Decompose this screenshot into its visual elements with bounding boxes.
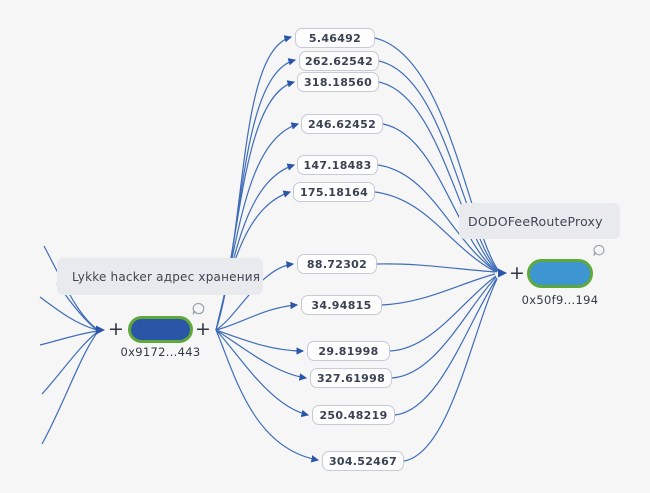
edge-value-box[interactable]: 304.52467 xyxy=(322,451,404,471)
flow-edge xyxy=(391,276,497,379)
edge-value-box[interactable]: 147.18483 xyxy=(297,155,378,175)
flow-edge xyxy=(381,273,496,306)
flow-edge xyxy=(215,329,310,418)
edge-value-label: 327.61998 xyxy=(316,371,386,385)
left-node-label-text: Lykke hacker адрес хранения xyxy=(72,269,261,284)
flow-edge xyxy=(382,123,498,273)
edge-value-box[interactable]: 262.62542 xyxy=(299,51,379,71)
incoming-edge xyxy=(39,330,98,346)
edge-value-label: 147.18483 xyxy=(303,158,372,172)
flow-edge xyxy=(374,37,499,271)
right-node-pill[interactable] xyxy=(527,259,593,288)
left-node-label[interactable]: Lykke hacker адрес хранения xyxy=(57,258,263,295)
left-node-plus-in[interactable]: + xyxy=(108,318,124,340)
arrowhead-into-right-node xyxy=(498,268,507,278)
flow-edge xyxy=(215,122,300,331)
edge-value-box[interactable]: 250.48219 xyxy=(312,405,395,425)
edge-value-label: 246.62452 xyxy=(307,117,377,131)
edge-value-label: 34.94815 xyxy=(311,298,372,312)
edge-value-box[interactable]: 175.18164 xyxy=(293,182,375,202)
left-node-plus-out[interactable]: + xyxy=(195,318,211,340)
incoming-edge xyxy=(43,245,98,330)
edge-value-box[interactable]: 88.72302 xyxy=(297,254,377,274)
edge-value-label: 29.81998 xyxy=(318,344,379,358)
flow-edge xyxy=(215,329,305,355)
incoming-edge xyxy=(41,332,98,445)
comment-bubble-icon[interactable] xyxy=(190,301,206,321)
edge-value-box[interactable]: 327.61998 xyxy=(310,368,392,388)
incoming-edge xyxy=(41,331,98,395)
flow-edge xyxy=(378,81,498,272)
left-node-address[interactable]: 0x9172...443 xyxy=(120,345,201,359)
edge-value-label: 5.46492 xyxy=(308,31,362,45)
flow-edge xyxy=(215,163,296,331)
flow-edge xyxy=(215,190,292,331)
flow-edge xyxy=(403,278,498,462)
flow-edge xyxy=(215,329,320,463)
edge-value-label: 250.48219 xyxy=(319,408,388,422)
edge-value-label: 304.52467 xyxy=(328,454,398,468)
edge-value-box[interactable]: 5.46492 xyxy=(295,28,375,48)
flow-edge xyxy=(215,301,299,331)
arrowhead-into-left-node xyxy=(96,325,105,335)
flow-edge xyxy=(377,164,498,273)
right-node-label-text: DODOFeeRouteProxy xyxy=(468,213,603,229)
flow-edge xyxy=(378,60,499,272)
left-node-pill[interactable] xyxy=(128,316,193,343)
flow-edge xyxy=(389,275,497,352)
edge-value-label: 88.72302 xyxy=(306,257,368,271)
edge-value-box[interactable]: 246.62452 xyxy=(301,114,383,134)
edge-value-box[interactable]: 318.18560 xyxy=(297,72,379,92)
edge-value-label: 262.62542 xyxy=(304,54,374,68)
edge-value-label: 318.18560 xyxy=(303,75,373,89)
flow-edge xyxy=(394,277,498,416)
edge-value-box[interactable]: 29.81998 xyxy=(307,341,390,361)
comment-bubble-icon[interactable] xyxy=(591,243,606,262)
edge-value-label: 175.18164 xyxy=(299,185,369,199)
right-node-plus-in[interactable]: + xyxy=(509,262,525,284)
flow-edge xyxy=(215,329,308,381)
right-node-label[interactable]: DODOFeeRouteProxy xyxy=(459,203,620,239)
edge-value-box[interactable]: 34.94815 xyxy=(301,295,382,315)
flow-edge xyxy=(376,263,496,273)
incoming-edge xyxy=(39,296,98,331)
flow-edge xyxy=(374,191,497,273)
right-node-address[interactable]: 0x50f9...194 xyxy=(521,293,599,307)
